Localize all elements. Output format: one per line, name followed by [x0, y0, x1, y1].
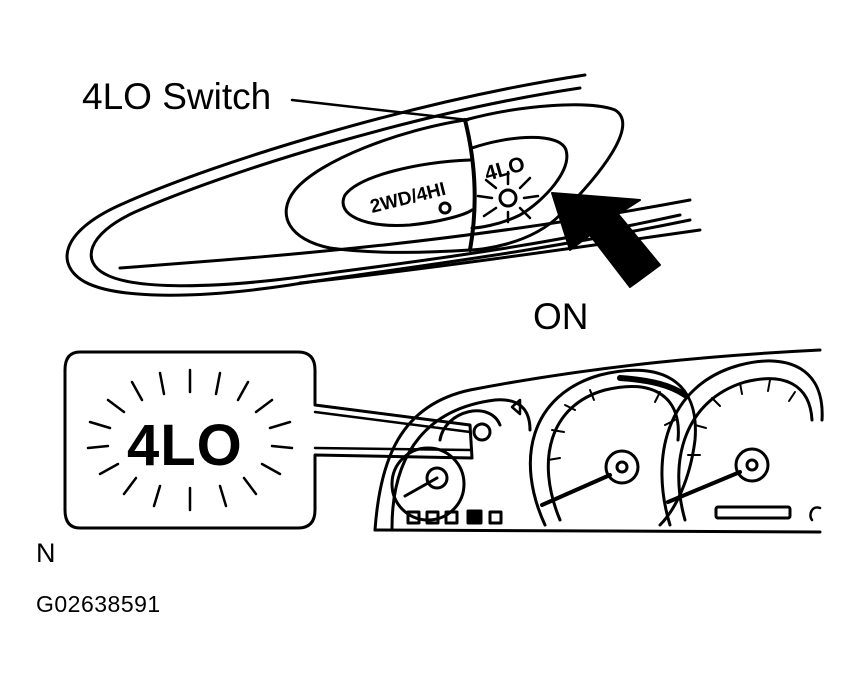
indicator-lamp-2 [425, 510, 440, 525]
corner-letter: N [36, 538, 56, 568]
tachometer [528, 368, 697, 527]
button-2wd-4hi[interactable] [341, 158, 474, 227]
indicator-lamp-3 [444, 510, 459, 525]
glow-rays-icon [86, 368, 294, 512]
switch-callout-label: 4LO Switch [82, 76, 272, 117]
indicator-light-icon [498, 188, 518, 208]
figure-code: G02638591 [36, 591, 161, 617]
instrument-cluster [373, 348, 824, 534]
speedometer [660, 359, 824, 527]
switch-state-label: ON [533, 296, 589, 337]
indicator-dot-icon [438, 201, 452, 215]
light-burst-icon [476, 170, 540, 224]
indicator-lamp-1 [406, 510, 421, 525]
switch-housing [284, 103, 625, 254]
indicator-4lo-label: 4LO [127, 413, 243, 478]
press-arrow-icon [551, 192, 661, 288]
turn-signal-icon [510, 398, 522, 416]
button-2wd-4hi-label: 2WD/4HI [368, 179, 448, 218]
indicator-lamp-5 [488, 510, 503, 525]
odometer-display [714, 505, 792, 520]
indicator-lamp-4lo [466, 509, 483, 525]
button-4lo-label: 4LO [482, 152, 528, 185]
dash-panel [65, 73, 702, 297]
callout-leader-line [290, 98, 470, 122]
button-4lo[interactable] [470, 135, 569, 230]
